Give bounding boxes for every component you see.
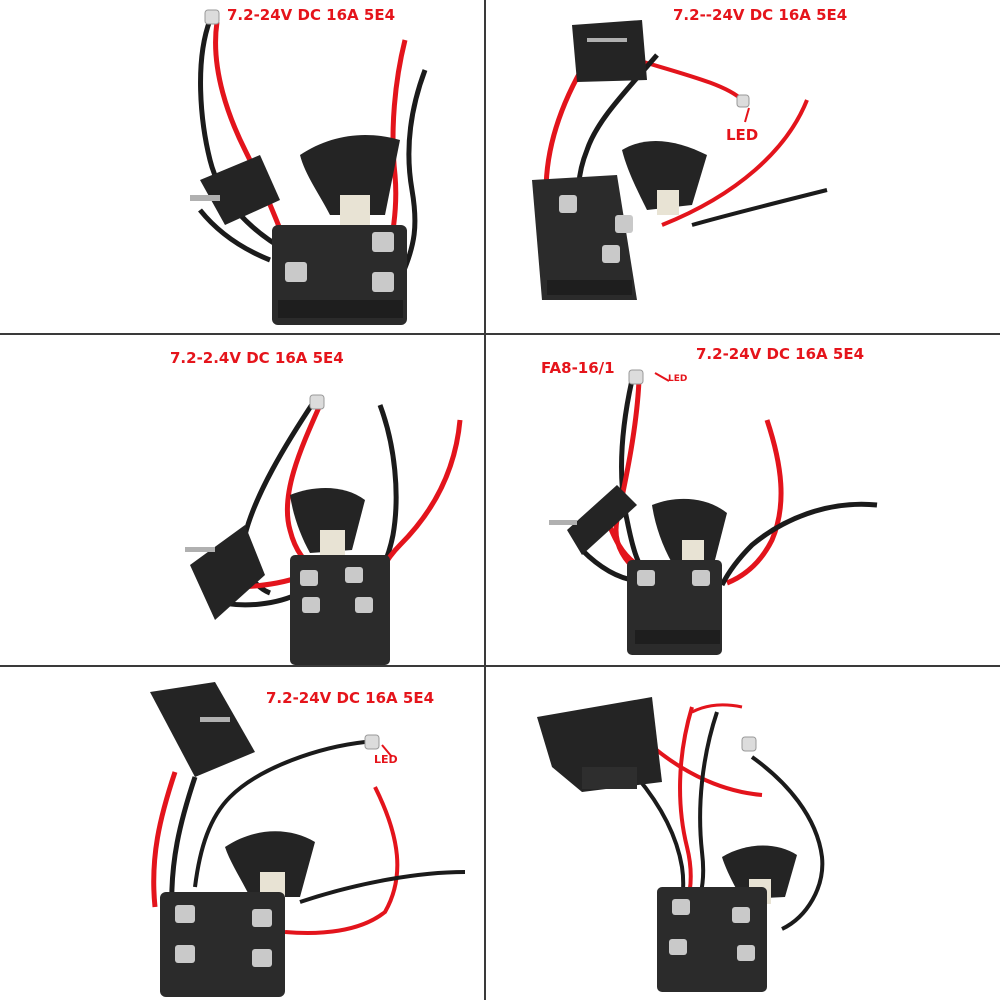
switch-photo-3 [185, 394, 463, 665]
switch-photo-4 [549, 369, 878, 655]
led-label: LED [726, 126, 759, 144]
panel-2: 7.2--24V DC 16A 5E4 LED [487, 0, 1000, 333]
panel-6 [487, 667, 1000, 1000]
panel-4: FA8-16/1 7.2-24V DC 16A 5E4 LED [487, 335, 1000, 665]
switch-photo-1 [190, 9, 428, 325]
panel-5: 7.2-24V DC 16A 5E4 LED [0, 667, 485, 1000]
horizontal-divider-2 [0, 665, 1000, 667]
switch-photo-5 [150, 682, 466, 997]
horizontal-divider-1 [0, 333, 1000, 335]
switch-photo-2 [532, 20, 828, 300]
spec-label: 7.2-24V DC 16A 5E4 [266, 689, 435, 707]
spec-label: 7.2-2.4V DC 16A 5E4 [170, 349, 344, 367]
model-label: FA8-16/1 [541, 359, 615, 377]
led-label: LED [374, 753, 398, 766]
switch-photo-6 [537, 697, 825, 992]
spec-label: 7.2-24V DC 16A 5E4 [696, 345, 865, 363]
spec-label: 7.2-24V DC 16A 5E4 [227, 6, 396, 24]
vertical-divider [484, 0, 486, 1000]
led-label: LED [668, 374, 688, 384]
spec-label: 7.2--24V DC 16A 5E4 [673, 6, 848, 24]
panel-1: 7.2-24V DC 16A 5E4 [0, 0, 485, 333]
panel-3: 7.2-2.4V DC 16A 5E4 [0, 335, 485, 665]
